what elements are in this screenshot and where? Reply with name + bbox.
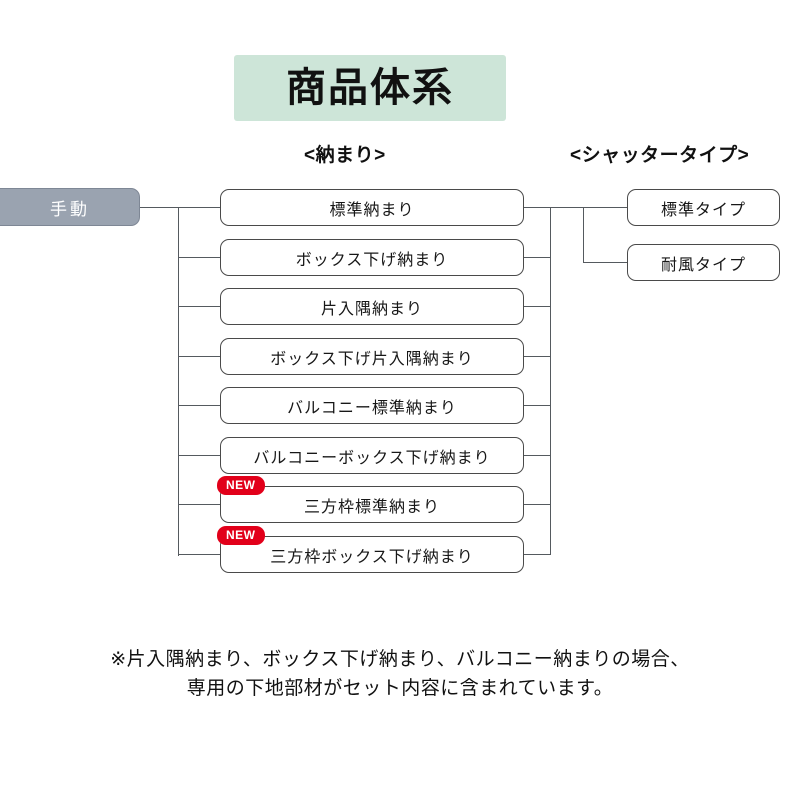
column-header-osamari: <納まり> (304, 145, 386, 166)
connector-left-trunk (178, 207, 179, 556)
node-osamari-8[interactable]: 三方枠ボックス下げ納まり (220, 536, 524, 573)
connector-shutter-branch-2 (583, 262, 627, 263)
connector-left-branch-4 (178, 356, 220, 357)
node-osamari-6[interactable]: バルコニーボックス下げ納まり (220, 437, 524, 474)
connector-left-branch-7 (178, 504, 220, 505)
connector-right-branch-5 (524, 405, 551, 406)
node-osamari-4[interactable]: ボックス下げ片入隅納まり (220, 338, 524, 375)
node-shutter-type-2[interactable]: 耐風タイプ (627, 244, 780, 281)
connector-shutter-branch-1 (583, 207, 627, 208)
node-label: 標準タイプ (660, 201, 746, 219)
node-shutter-type-1[interactable]: 標準タイプ (627, 189, 780, 226)
connector-right-branch-4 (524, 356, 551, 357)
connector-left-branch-8 (178, 554, 220, 555)
connector-right-branch-2 (524, 257, 551, 258)
page-title: 商品体系 (286, 66, 454, 110)
connector-right-branch-7 (524, 504, 551, 505)
connector-left-branch-2 (178, 257, 220, 258)
root-node-label: 手動 (50, 199, 90, 219)
connector-shutter-trunk (583, 207, 584, 263)
connector-right-branch-8 (524, 554, 551, 555)
node-label: 三方枠ボックス下げ納まり (270, 548, 474, 566)
node-label: 三方枠標準納まり (303, 498, 440, 516)
connector-right-trunk (550, 207, 551, 555)
node-label: 片入隅納まり (320, 300, 423, 318)
node-osamari-2[interactable]: ボックス下げ納まり (220, 239, 524, 276)
connector-shutter-stub (550, 207, 584, 208)
node-label: バルコニー標準納まり (287, 399, 457, 417)
node-osamari-1[interactable]: 標準納まり (220, 189, 524, 226)
connector-left-branch-6 (178, 455, 220, 456)
column-header-shutter-type: <シャッタータイプ> (570, 145, 750, 166)
node-label: 耐風タイプ (660, 256, 746, 274)
new-badge-osamari-8: NEW (218, 527, 264, 544)
connector-right-branch-6 (524, 455, 551, 456)
footnote-line-1: ※片入隅納まり、ボックス下げ納まり、バルコニー納まりの場合、 (110, 649, 690, 670)
root-node-manual[interactable]: 手動 (0, 188, 140, 226)
connector-right-branch-1 (524, 207, 551, 208)
connector-root-stub (140, 207, 178, 208)
new-badge-osamari-7: NEW (218, 477, 264, 494)
node-osamari-5[interactable]: バルコニー標準納まり (220, 387, 524, 424)
page-title-band: 商品体系 (234, 55, 506, 121)
node-label: 標準納まり (329, 201, 415, 219)
node-osamari-3[interactable]: 片入隅納まり (220, 288, 524, 325)
connector-left-branch-5 (178, 405, 220, 406)
connector-right-branch-3 (524, 306, 551, 307)
connector-left-branch-1 (178, 207, 220, 208)
node-label: ボックス下げ片入隅納まり (270, 350, 474, 368)
footnote-line-2: 専用の下地部材がセット内容に含まれています。 (186, 678, 614, 700)
node-osamari-7[interactable]: 三方枠標準納まり (220, 486, 524, 523)
node-label: ボックス下げ納まり (295, 251, 449, 269)
node-label: バルコニーボックス下げ納まり (253, 449, 491, 467)
footnote: ※片入隅納まり、ボックス下げ納まり、バルコニー納まりの場合、 専用の下地部材がセ… (0, 645, 800, 704)
connector-left-branch-3 (178, 306, 220, 307)
